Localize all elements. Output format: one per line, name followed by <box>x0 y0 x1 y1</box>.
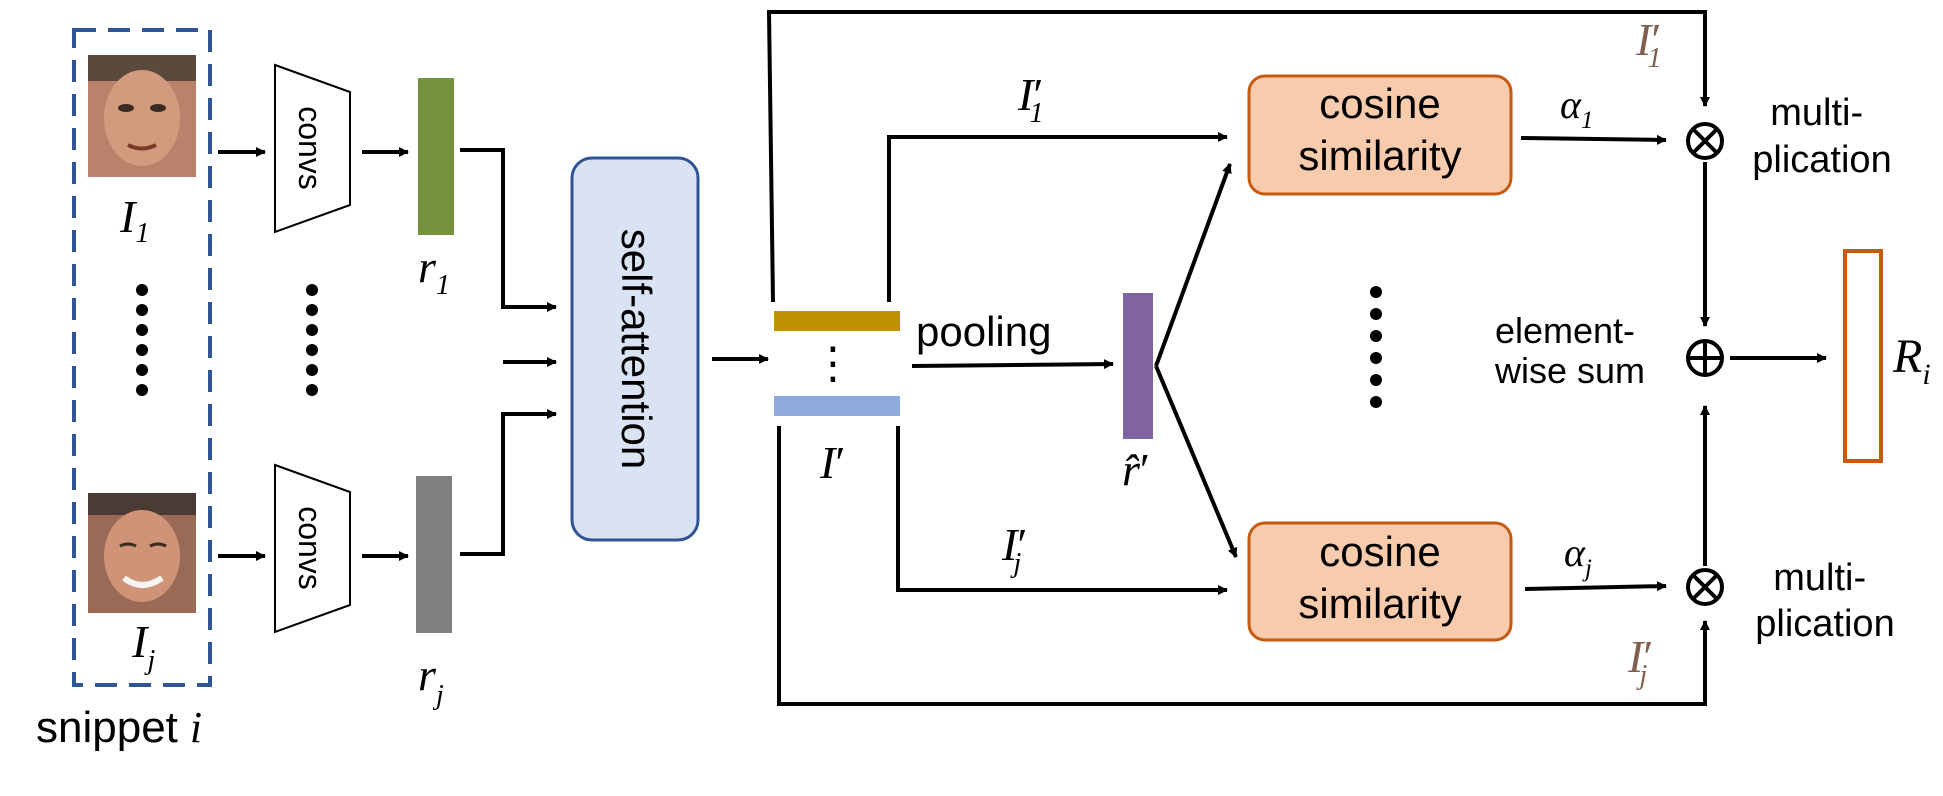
bypass-top-line <box>766 10 1710 303</box>
arrow-r1-to-attention <box>460 148 557 312</box>
snippet-ellipsis <box>136 284 148 396</box>
frame-j-face-icon <box>88 493 196 613</box>
svg-text:cosine: cosine <box>1319 528 1440 575</box>
feature-label-rj: rj <box>418 649 444 711</box>
arrow-pooled-to-cosine-top <box>1154 163 1232 367</box>
arrow-refined-to-pooled <box>911 359 1114 370</box>
refined-bar-bottom <box>774 396 900 416</box>
alpha-1-label: α1 <box>1560 82 1593 134</box>
multiplication-top-label: multi- plication <box>1752 92 1891 181</box>
arrow-refined-to-cosine-top <box>887 132 1228 302</box>
cosine-similarity-block-bottom: cosine similarity <box>1247 521 1513 642</box>
feature-bar-r1 <box>418 78 454 235</box>
output-label: Ri <box>1892 330 1931 391</box>
multiplication-bottom-icon <box>1686 568 1724 606</box>
refined-ellipsis: ⋮ <box>811 339 855 388</box>
svg-text:cosine: cosine <box>1319 80 1440 127</box>
branch-label-top: I′1 <box>1017 69 1044 129</box>
snippet-box <box>72 28 212 687</box>
svg-text:self-attention: self-attention <box>613 229 660 469</box>
branch-ellipsis <box>1370 286 1382 408</box>
feature-label-r1: r1 <box>418 241 450 301</box>
output-feature-bar <box>1843 249 1883 463</box>
pooling-label: pooling <box>916 308 1051 355</box>
svg-text:similarity: similarity <box>1298 132 1461 179</box>
element-wise-sum-icon <box>1686 339 1724 377</box>
frame-1-face-icon <box>88 55 196 177</box>
frame-1-label: I1 <box>119 191 150 249</box>
self-attention-block: self-attention <box>570 156 700 542</box>
convs-ellipsis <box>306 284 318 396</box>
alpha-j-label: αj <box>1564 530 1592 582</box>
element-wise-sum-label: element- wise sum <box>1494 310 1645 391</box>
arrow-refined-to-cosine-bottom <box>896 426 1228 595</box>
multiplication-bottom-label: multi- plication <box>1755 557 1894 645</box>
pooled-label: r̂′ <box>1122 444 1150 495</box>
arrow-cosine-bottom-to-mult <box>1524 581 1667 592</box>
refined-bar-top <box>774 311 900 331</box>
bypass-label-bottom: I′j <box>1627 631 1653 691</box>
svg-text:convs: convs <box>292 506 328 590</box>
pooled-feature-bar <box>1123 293 1153 439</box>
svg-text:convs: convs <box>292 106 328 190</box>
multiplication-top-icon <box>1686 122 1724 160</box>
arrow-rj-to-attention <box>460 409 557 556</box>
frame-j-label: Ij <box>131 616 155 676</box>
convs-block-1: convs <box>274 63 351 234</box>
arrow-cosine-top-to-mult <box>1520 134 1667 145</box>
arrow-pooled-to-cosine-bottom <box>1154 365 1238 558</box>
branch-label-bottom: I′j <box>1001 519 1027 579</box>
svg-text:similarity: similarity <box>1298 580 1461 627</box>
bypass-bottom-line <box>777 426 1710 706</box>
feature-bar-rj <box>416 476 452 633</box>
bypass-label-top: I′1 <box>1635 14 1662 74</box>
cosine-similarity-block-top: cosine similarity <box>1247 74 1513 196</box>
refined-label: I′ <box>819 437 845 488</box>
convs-block-j: convs <box>274 463 351 634</box>
